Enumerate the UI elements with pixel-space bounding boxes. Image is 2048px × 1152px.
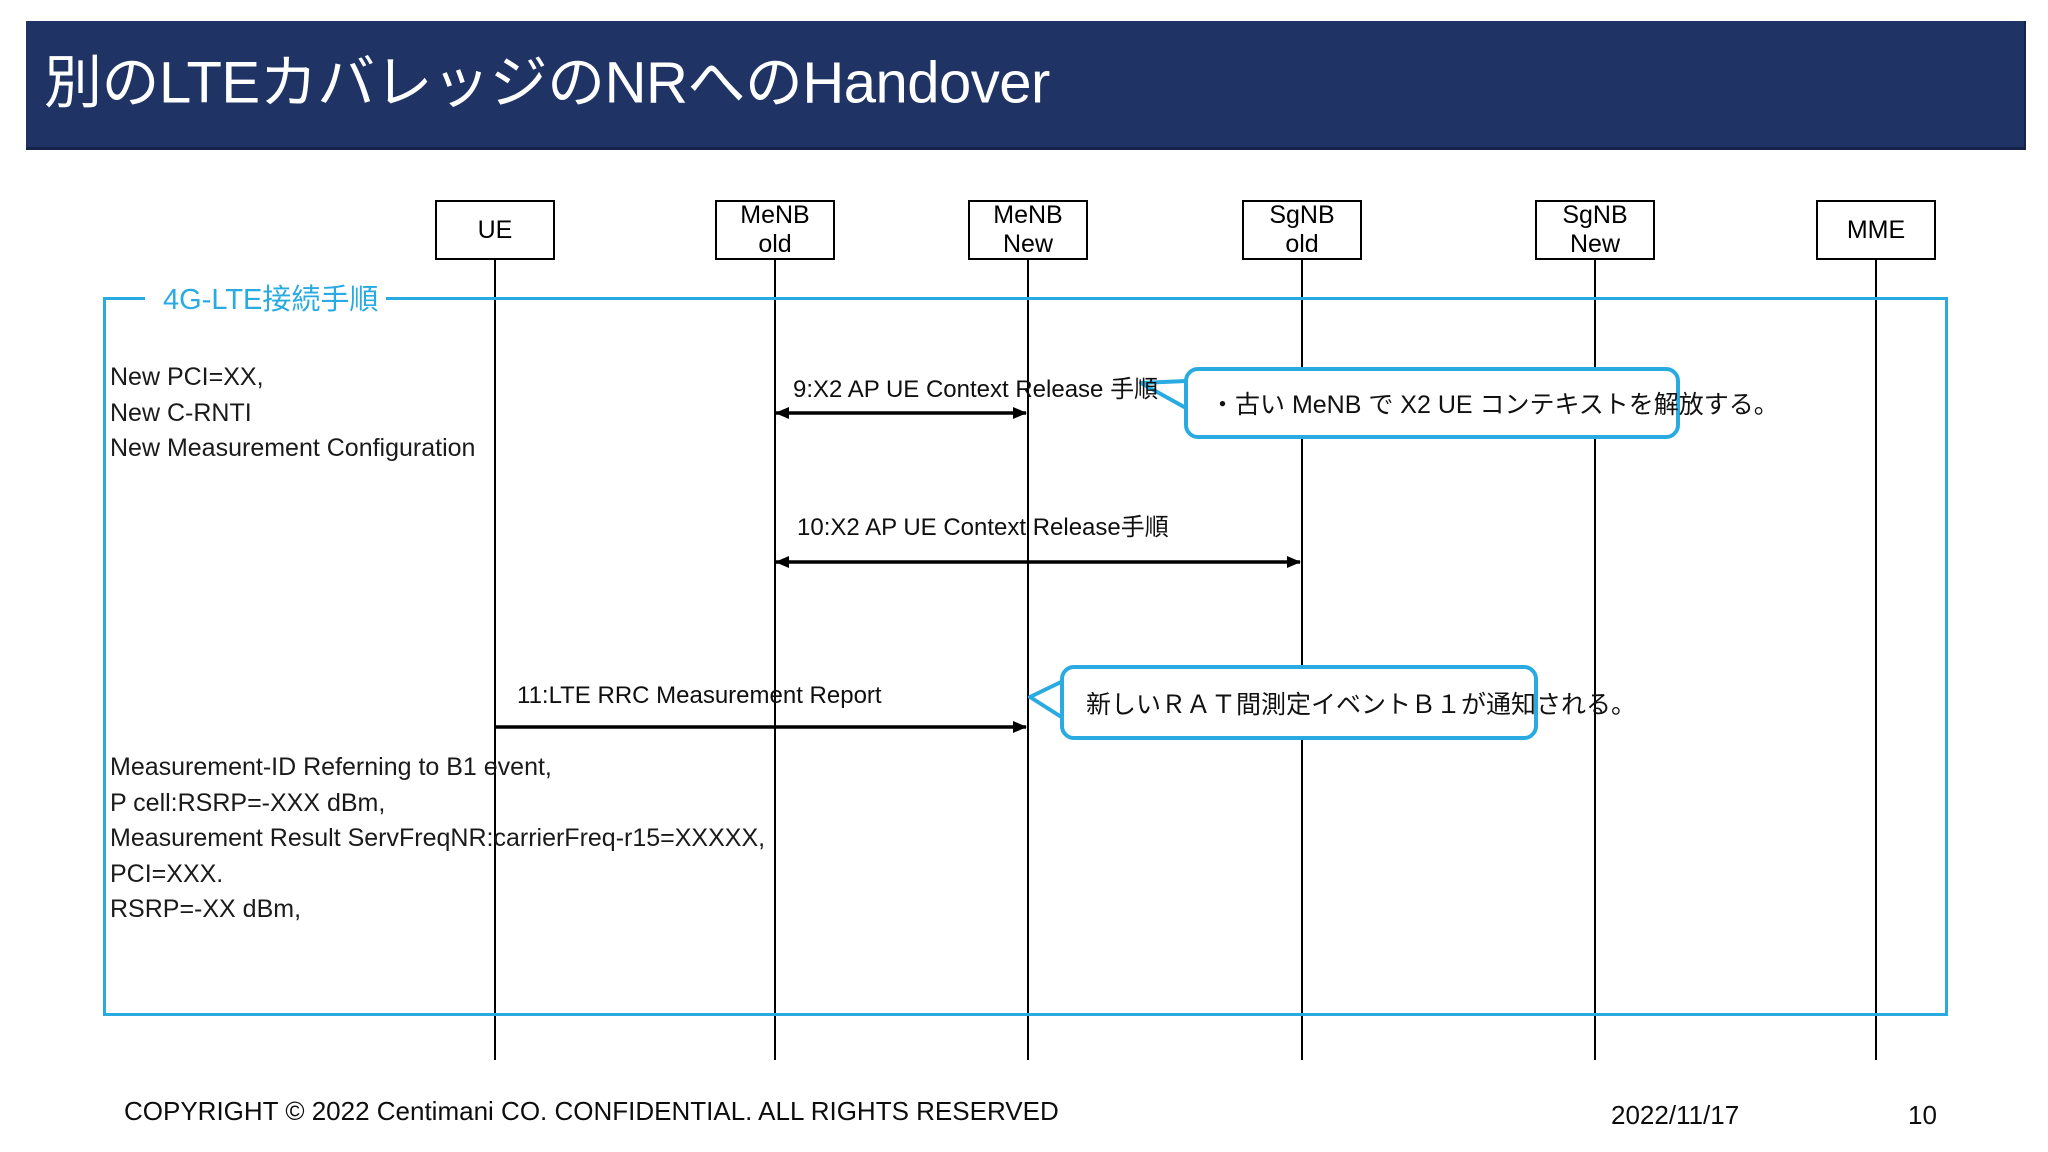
participant-sgnb-old-label-2: old — [1285, 230, 1319, 258]
msg-9-label: 9:X2 AP UE Context Release 手順 — [793, 376, 1159, 403]
section-frame-top-left-rule — [103, 297, 145, 300]
participant-menb-new-label-2: New — [1002, 230, 1053, 258]
measurement-report-note: Measurement-ID Referning to B1 event, P … — [110, 753, 766, 923]
participant-sgnb-old[interactable]: SgNB old — [1242, 200, 1362, 260]
participant-menb-old[interactable]: MeNB old — [715, 200, 835, 260]
participant-menb-old-label-2: old — [758, 230, 792, 258]
msg-10-label: 10:X2 AP UE Context Release手順 — [797, 514, 1169, 541]
participant-menb-new-label-1: MeNB — [993, 201, 1063, 229]
callout-x2-release-text: ・古い MeNB で X2 UE コンテキストを解放する。 — [1210, 391, 1779, 419]
lifeline-mme — [1875, 260, 1877, 1060]
participant-mme-label: MME — [1846, 215, 1906, 244]
new-config-note: New PCI=XX, New C-RNTI New Measurement C… — [110, 363, 476, 462]
lifeline-menb-old — [774, 260, 776, 1060]
participant-ue-label: UE — [477, 215, 513, 244]
callout-b1-event: 新しいＲＡＴ間測定イベントＢ１が通知される。 — [1060, 665, 1636, 740]
participant-sgnb-new[interactable]: SgNB New — [1535, 200, 1655, 260]
participant-menb-new[interactable]: MeNB New — [968, 200, 1088, 260]
footer-date: 2022/11/17 — [1611, 1100, 1740, 1130]
participant-mme[interactable]: MME — [1816, 200, 1936, 260]
callout-x2-release: ・古い MeNB で X2 UE コンテキストを解放する。 — [1184, 367, 1779, 439]
footer-page-number: 10 — [1908, 1100, 1937, 1130]
participant-menb-old-label-1: MeNB — [740, 201, 810, 229]
lifeline-sgnb-new — [1594, 260, 1596, 1060]
participant-sgnb-old-label-1: SgNB — [1269, 201, 1335, 229]
lifeline-sgnb-old — [1301, 260, 1303, 1060]
lifeline-ue — [494, 260, 496, 1060]
section-label: 4G-LTE接続手順 — [155, 276, 387, 318]
participant-sgnb-new-label-1: SgNB — [1562, 201, 1628, 229]
msg-11-label: 11:LTE RRC Measurement Report — [517, 682, 882, 709]
callout-b1-event-text: 新しいＲＡＴ間測定イベントＢ１が通知される。 — [1086, 690, 1637, 719]
section-frame — [103, 298, 1948, 1016]
section-frame-top-right-rule — [385, 297, 1948, 300]
participant-sgnb-new-label-2: New — [1569, 230, 1620, 258]
participant-ue[interactable]: UE — [435, 200, 555, 260]
footer-copyright: COPYRIGHT © 2022 Centimani CO. CONFIDENT… — [124, 1096, 1059, 1126]
page-title: 別のLTEカバレッジのNRへのHandover — [44, 50, 1050, 116]
lifeline-menb-new — [1027, 260, 1029, 1060]
slide-title-bar: 別のLTEカバレッジのNRへのHandover — [26, 21, 2026, 150]
